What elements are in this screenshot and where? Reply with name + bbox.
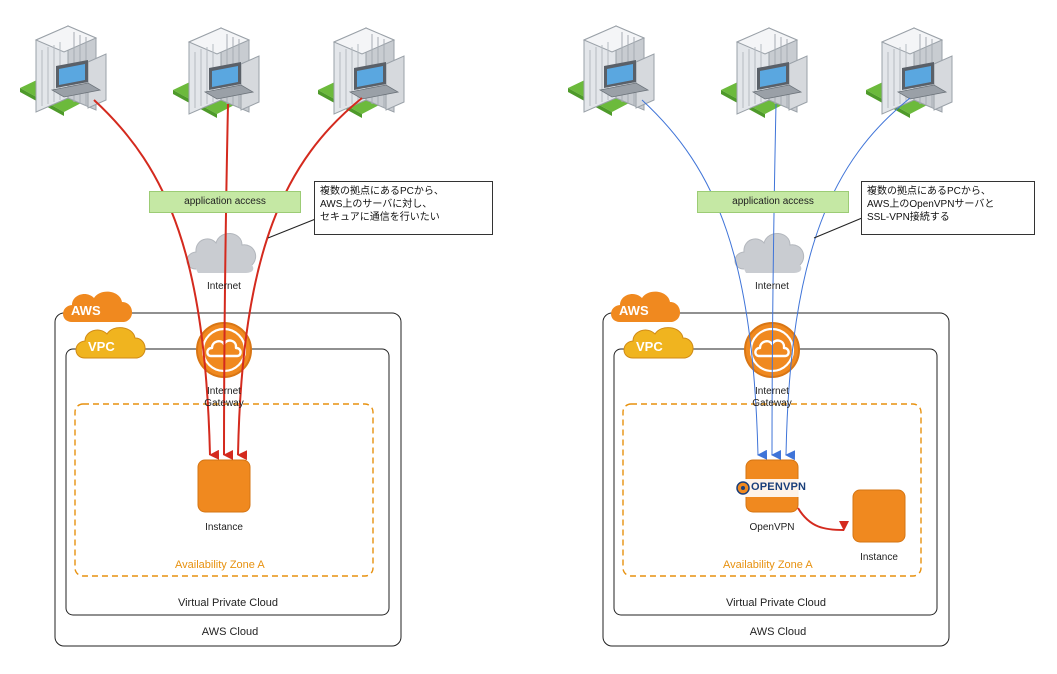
internet-label: Internet	[755, 281, 789, 292]
openvpn-label: OpenVPN	[749, 522, 795, 533]
application-access-label: application access	[149, 191, 301, 213]
connection-line	[237, 97, 363, 461]
internet-gateway-label: Internet Gateway	[738, 386, 806, 410]
availability-zone-label: Availability Zone A	[175, 559, 265, 571]
office-building-icon	[317, 27, 405, 119]
aws-badge-label: AWS	[71, 303, 101, 318]
openvpn-logo-bg	[735, 479, 811, 497]
vpc-label: Virtual Private Cloud	[725, 597, 827, 609]
vpc-badge-label: VPC	[636, 339, 663, 354]
aws-cloud-label: AWS Cloud	[201, 626, 259, 638]
gateway-label-line: Gateway	[752, 398, 792, 409]
office-building-icon	[720, 27, 808, 119]
connection-line	[93, 99, 220, 460]
office-building-icon	[172, 27, 260, 119]
callout-note-line: AWS上のOpenVPNサーバと	[867, 199, 995, 210]
callout-note-line: 複数の拠点にあるPCから、	[320, 186, 444, 197]
office-building-icon	[19, 25, 107, 117]
vpc-badge-label: VPC	[88, 339, 115, 354]
callout-note-line: 複数の拠点にあるPCから、	[867, 186, 991, 197]
callout-connector	[813, 217, 863, 239]
instance-icon	[852, 489, 906, 543]
connection-line	[223, 103, 234, 461]
internet-label: Internet	[207, 281, 241, 292]
left-panel	[19, 25, 405, 647]
internet-cloud-icon	[186, 232, 257, 274]
callout-note-line: AWS上のサーバに対し、	[320, 199, 433, 210]
office-building-icon	[865, 27, 953, 119]
callout-note: 複数の拠点にあるPCから、 AWS上のサーバに対し、 セキュアに通信を行いたい	[314, 181, 493, 235]
gateway-label-line: Internet	[755, 386, 789, 397]
connection-line	[771, 103, 782, 461]
application-access-label: application access	[697, 191, 849, 213]
internet-cloud-icon	[734, 232, 805, 274]
aws-cloud-label: AWS Cloud	[749, 626, 807, 638]
instance-label: Instance	[205, 522, 243, 533]
vpc-label: Virtual Private Cloud	[177, 597, 279, 609]
instance-icon	[197, 459, 251, 513]
right-panel	[567, 25, 953, 647]
callout-note-line: セキュアに通信を行いたい	[320, 212, 440, 223]
vpn-to-instance-line	[797, 507, 850, 531]
gateway-label-line: Gateway	[204, 398, 244, 409]
instance-label: Instance	[860, 552, 898, 563]
internet-gateway-label: Internet Gateway	[190, 386, 258, 410]
office-building-icon	[567, 25, 655, 117]
callout-connector	[267, 217, 319, 239]
callout-note: 複数の拠点にあるPCから、 AWS上のOpenVPNサーバと SSL-VPN接続…	[861, 181, 1035, 235]
availability-zone-label: Availability Zone A	[723, 559, 813, 571]
aws-badge-label: AWS	[619, 303, 649, 318]
openvpn-logo-text: OPENVPN	[751, 481, 807, 493]
connection-line	[641, 99, 768, 460]
callout-note-line: SSL-VPN接続する	[867, 212, 950, 223]
gateway-label-line: Internet	[207, 386, 241, 397]
connection-line	[785, 97, 911, 461]
